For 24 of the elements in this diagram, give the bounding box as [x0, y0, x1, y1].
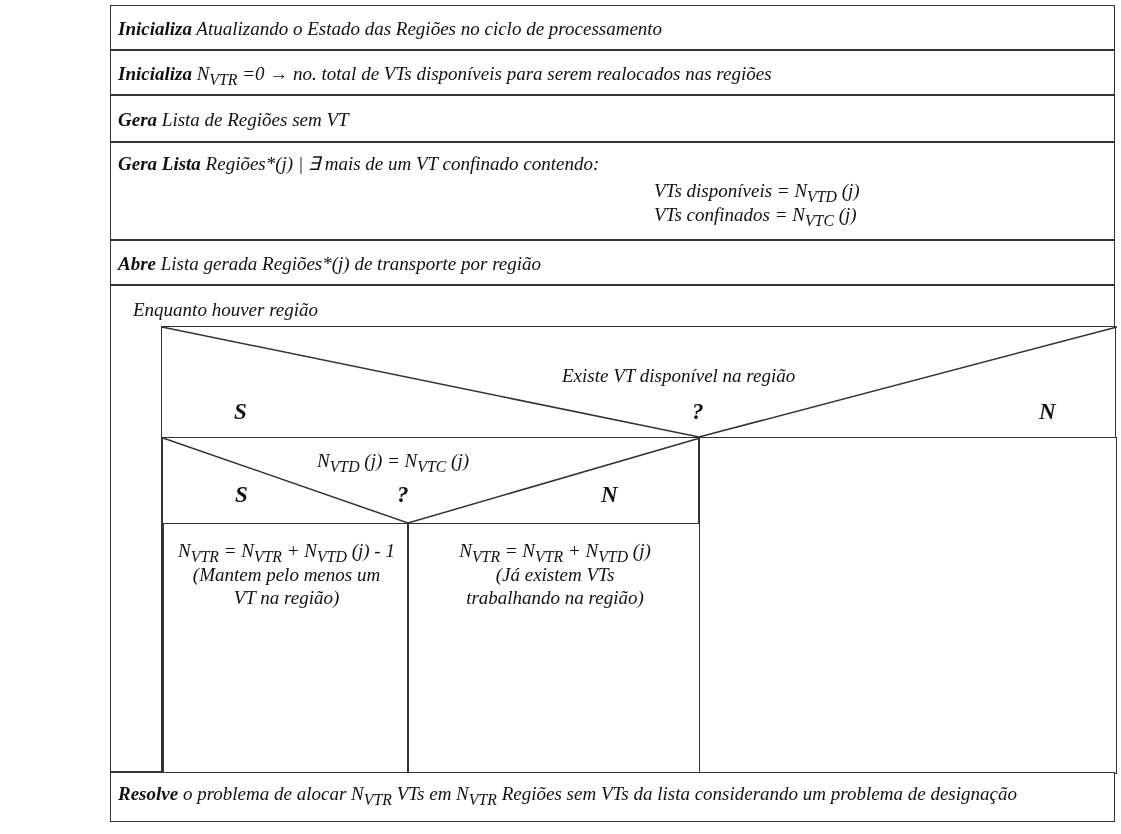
branch-label: S: [234, 400, 247, 423]
decision-block: [162, 437, 699, 774]
branch-label: N: [601, 483, 618, 506]
process-block: [408, 523, 700, 775]
process-block: [163, 523, 408, 775]
process-block: [110, 5, 1115, 50]
branch-label: N: [1039, 400, 1056, 423]
block-text: Abre Lista gerada Regiões*(j) de transporte por região: [118, 252, 542, 275]
block-text: N$_{VTD}$ (j) = N$_{VTC}$ (j): [316, 449, 470, 477]
process-block: [110, 50, 1115, 95]
process-block: [110, 95, 1115, 142]
process-block: [110, 772, 1115, 822]
block-text: Gera Lista de Regiões sem VT: [118, 108, 349, 131]
branch-label: S: [235, 483, 248, 506]
block-text: Resolve o problema de alocar N$_{VTR}$ VTs em N$_{VTR}$ Regiões sem VTs da lista considerando um problema de designação: [118, 782, 1018, 810]
block-text: Existe VT disponível na região: [562, 364, 796, 387]
branch-label: ?: [692, 400, 704, 423]
block-text: Inicializa N$_{VTR}$ =0 → no. total de VTs disponíveis para serem realocados nas regiões: [118, 62, 772, 90]
block-text: Inicializa Atualizando o Estado das Regiões no ciclo de processamento: [118, 17, 663, 40]
branch-label: ?: [397, 483, 409, 506]
process-block: [110, 240, 1115, 285]
process-block: [110, 142, 1115, 240]
block-text: Gera Lista Regiões*(j) | ∃ mais de um VT confinado contendo:: [118, 152, 600, 175]
block-text: Enquanto houver região: [133, 298, 319, 321]
